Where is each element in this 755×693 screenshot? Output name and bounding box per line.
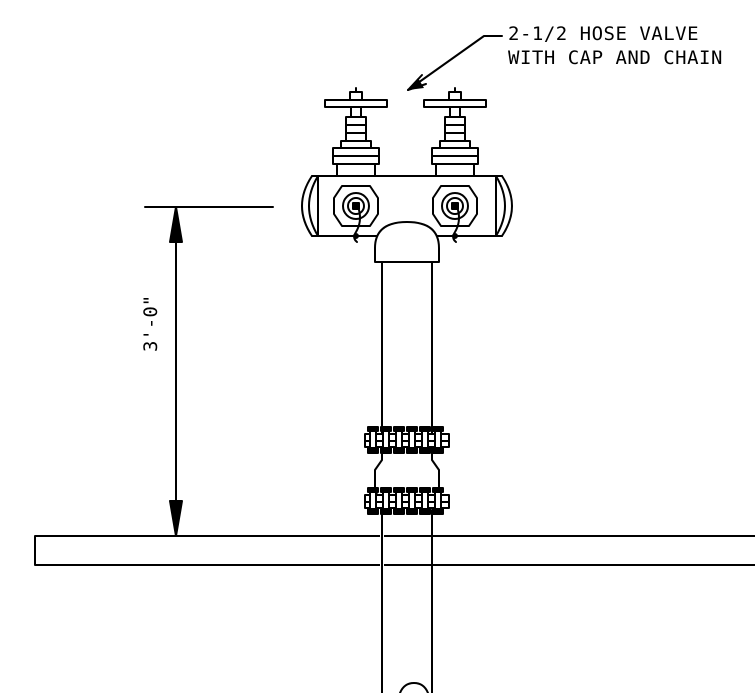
chain-icon: [453, 210, 459, 242]
chain-icon: [354, 210, 360, 242]
callout-line-1: 2-1/2 HOSE VALVE: [508, 23, 700, 45]
flange-bolts-lower: [368, 488, 443, 514]
floor-slab: [35, 536, 755, 565]
height-dimension-label: 3'-0": [140, 294, 162, 352]
manifold-header: [302, 176, 512, 262]
callout-line-2: WITH CAP AND CHAIN: [508, 47, 723, 69]
upper-flange: [365, 427, 449, 453]
hose-valve-callout: 2-1/2 HOSE VALVE WITH CAP AND CHAIN: [508, 22, 723, 70]
hose-cap-icon: [433, 186, 477, 226]
riser-pipe: [375, 262, 439, 693]
hose-cap-icon: [334, 186, 378, 226]
height-dimension: [145, 207, 273, 536]
handwheel-icon: [325, 88, 387, 107]
callout-leader: [408, 36, 502, 90]
handwheel-icon: [424, 88, 486, 107]
hose-valve-right: [424, 88, 486, 242]
lower-flange: [365, 488, 449, 514]
hose-valve-left: [325, 88, 387, 242]
flange-bolts-upper: [368, 427, 443, 453]
